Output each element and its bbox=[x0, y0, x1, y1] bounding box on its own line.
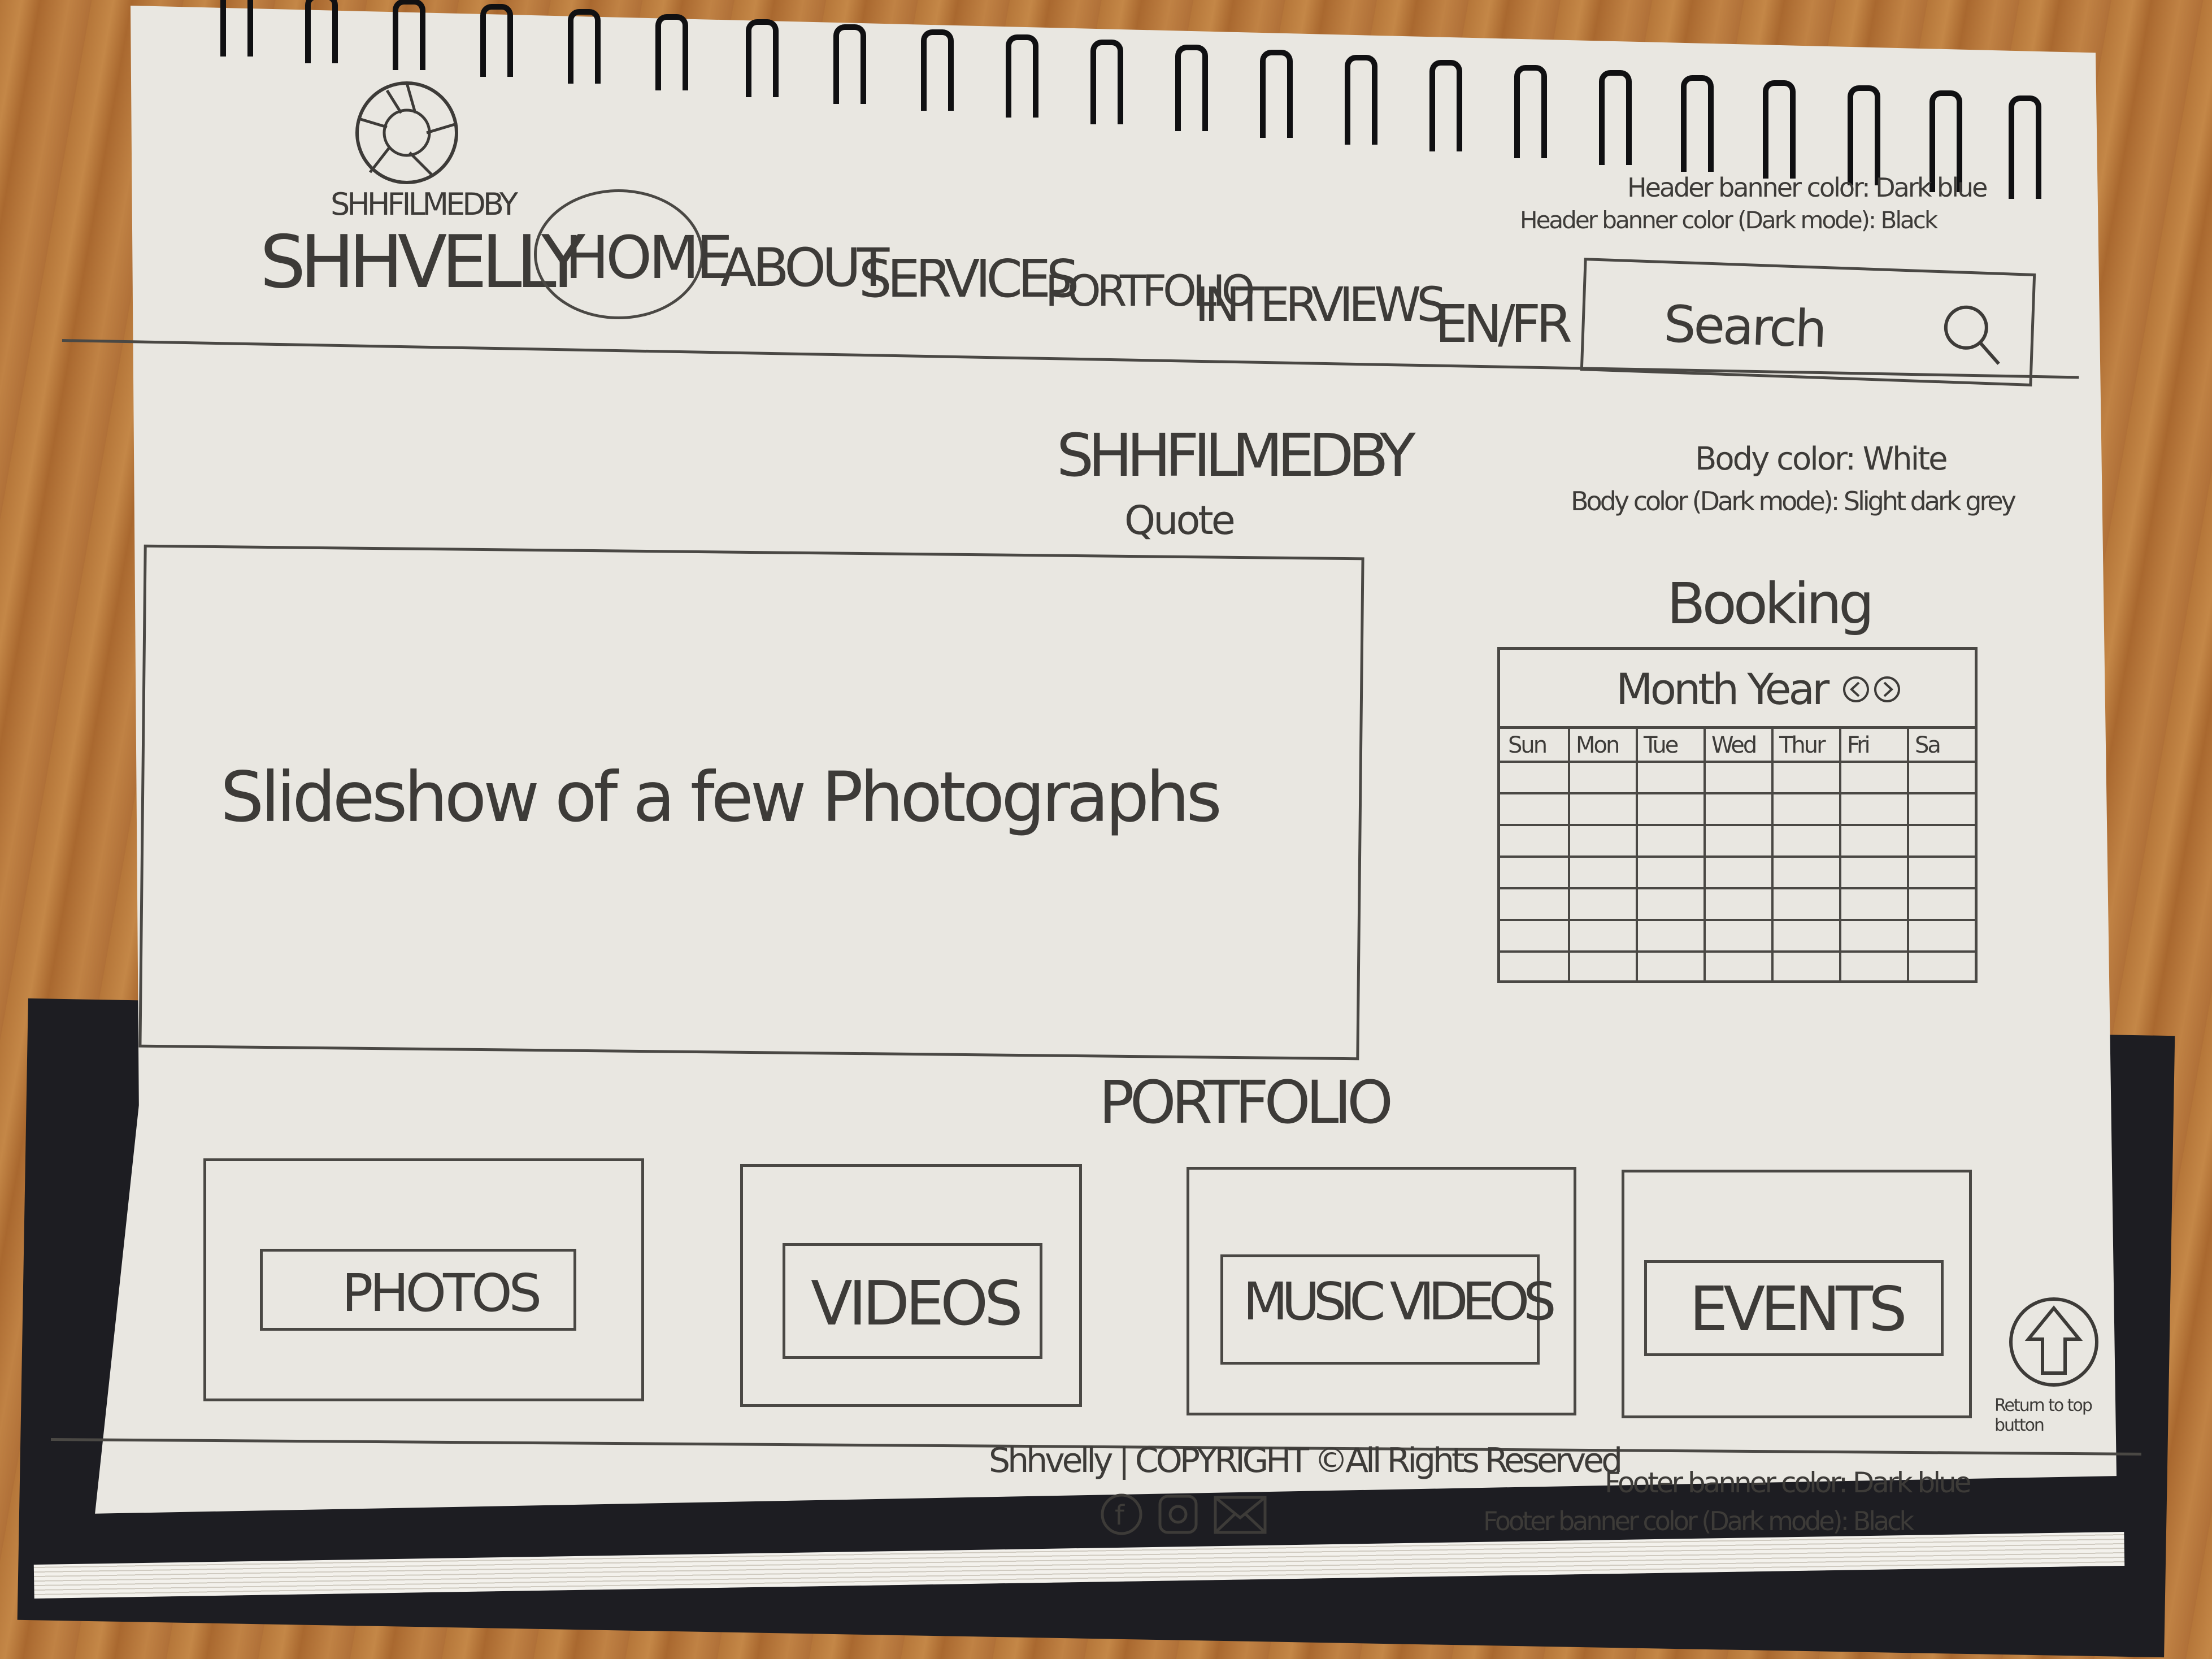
portfolio-card-videos[interactable] bbox=[740, 1164, 1082, 1407]
return-to-top-label: Return to top button bbox=[1994, 1396, 2093, 1435]
spiral-coil bbox=[655, 14, 688, 90]
spiral-coil bbox=[1681, 75, 1714, 172]
slideshow-caption: Slideshow of a few Photographs bbox=[220, 757, 1222, 837]
spiral-coil bbox=[833, 24, 866, 104]
calendar-day-header: Sa bbox=[1915, 732, 1941, 758]
spiral-coil bbox=[1260, 50, 1293, 138]
portfolio-button-events[interactable] bbox=[1644, 1260, 1944, 1356]
spiral-coil bbox=[568, 9, 601, 84]
search-icon[interactable] bbox=[1936, 298, 2006, 368]
portfolio-button-photos[interactable] bbox=[260, 1249, 576, 1331]
spiral-coil bbox=[1848, 85, 1880, 185]
portfolio-button-videos[interactable] bbox=[783, 1243, 1042, 1359]
calendar-day-header: Fri bbox=[1847, 732, 1871, 758]
spiral-coil bbox=[1929, 90, 1962, 192]
booking-title: Booking bbox=[1667, 571, 1875, 637]
calendar-month-year: Month Year bbox=[1616, 664, 1829, 714]
spiral-coil bbox=[1763, 80, 1796, 179]
spiral-coil bbox=[393, 0, 425, 70]
spiral-coil bbox=[921, 29, 954, 111]
nav-about[interactable]: ABOUT bbox=[720, 237, 889, 299]
calendar-row-line bbox=[1500, 855, 1975, 858]
calendar-day-header: Thur bbox=[1779, 732, 1826, 758]
spiral-coil bbox=[746, 19, 779, 97]
spiral-coil bbox=[1175, 45, 1208, 131]
calendar-day-header: Wed bbox=[1711, 732, 1757, 758]
nav-portfolio[interactable]: PORTFOLIO bbox=[1045, 266, 1255, 316]
spiral-coil bbox=[220, 0, 253, 57]
return-to-top-icon[interactable] bbox=[2006, 1291, 2102, 1393]
portfolio-title: PORTFOLIO bbox=[1099, 1068, 1393, 1137]
logo-tagline: SHHFILMEDBY bbox=[331, 186, 518, 222]
calendar-day-header: Mon bbox=[1576, 732, 1620, 758]
calendar-row-line bbox=[1500, 824, 1975, 826]
footer-color-note: Footer banner color: Dark blue bbox=[1605, 1466, 1972, 1499]
camera-aperture-icon bbox=[355, 81, 458, 184]
header-color-note: Header banner color: Dark blue bbox=[1627, 172, 1988, 203]
spiral-coil bbox=[2009, 95, 2041, 199]
calendar-row-line bbox=[1500, 792, 1975, 794]
body-quote: Quote bbox=[1124, 497, 1236, 544]
spiral-coil bbox=[1090, 40, 1123, 124]
calendar-row-line bbox=[1500, 761, 1975, 763]
footer-copyright: Shhvelly | COPYRIGHT ©All Rights Reserve… bbox=[989, 1441, 1623, 1480]
facebook-icon[interactable]: f bbox=[1099, 1492, 1144, 1537]
calendar-row-line bbox=[1500, 950, 1975, 953]
calendar-next-icon[interactable] bbox=[1873, 675, 1901, 703]
instagram-icon[interactable] bbox=[1155, 1492, 1201, 1537]
body-color-note: Body color: White bbox=[1695, 441, 1948, 477]
calendar-prev-icon[interactable] bbox=[1842, 675, 1870, 703]
nav-home-circle bbox=[534, 189, 703, 319]
booking-calendar[interactable]: Month Year Sun Mon Tue Wed Thur Fri Sa bbox=[1497, 647, 1978, 983]
nav-interviews[interactable]: INTERVIEWS bbox=[1195, 277, 1446, 332]
portfolio-label-videos: VIDEOS bbox=[811, 1269, 1023, 1339]
portfolio-button-music-videos[interactable] bbox=[1220, 1254, 1540, 1365]
language-toggle[interactable]: EN/FR bbox=[1435, 294, 1572, 354]
portfolio-label-events: EVENTS bbox=[1689, 1274, 1907, 1345]
spiral-coil bbox=[1514, 65, 1547, 158]
search-box[interactable]: Search bbox=[1580, 258, 2036, 386]
nav-home[interactable]: HOME bbox=[565, 223, 733, 292]
header-darkmode-note: Header banner color (Dark mode): Black bbox=[1520, 206, 1938, 234]
spiral-coil bbox=[305, 0, 338, 63]
footer-social-icons: f bbox=[1099, 1492, 1268, 1537]
spiral-coil bbox=[1006, 34, 1038, 118]
footer-darkmode-note: Footer banner color (Dark mode): Black bbox=[1483, 1506, 1914, 1536]
svg-text:f: f bbox=[1115, 1500, 1125, 1531]
portfolio-label-music-videos: MUSIC VIDEOS bbox=[1243, 1271, 1557, 1332]
calendar-row-line bbox=[1500, 887, 1975, 889]
calendar-grid: Sun Mon Tue Wed Thur Fri Sa bbox=[1500, 726, 1975, 983]
calendar-day-header: Sun bbox=[1508, 732, 1548, 758]
spiral-coil bbox=[1599, 70, 1632, 165]
body-title: SHHFILMEDBY bbox=[1057, 421, 1416, 490]
portfolio-card-events[interactable] bbox=[1622, 1170, 1972, 1418]
portfolio-label-photos: PHOTOS bbox=[342, 1263, 542, 1323]
calendar-row-line bbox=[1500, 919, 1975, 921]
spiral-coil bbox=[480, 4, 513, 77]
body-darkmode-note: Body color (Dark mode): Slight dark grey bbox=[1571, 486, 2017, 516]
site-logo bbox=[347, 79, 466, 186]
search-input[interactable]: Search bbox=[1662, 294, 1826, 360]
portfolio-card-photos[interactable] bbox=[203, 1158, 644, 1401]
nav-services[interactable]: SERVICES bbox=[859, 249, 1079, 309]
spiral-coil bbox=[1345, 55, 1377, 145]
brand-name[interactable]: SHHVELLY bbox=[260, 220, 585, 305]
spiral-coil bbox=[1429, 60, 1462, 151]
calendar-day-header: Tue bbox=[1644, 732, 1679, 758]
portfolio-card-music-videos[interactable] bbox=[1187, 1167, 1576, 1415]
mail-icon[interactable] bbox=[1212, 1492, 1268, 1537]
